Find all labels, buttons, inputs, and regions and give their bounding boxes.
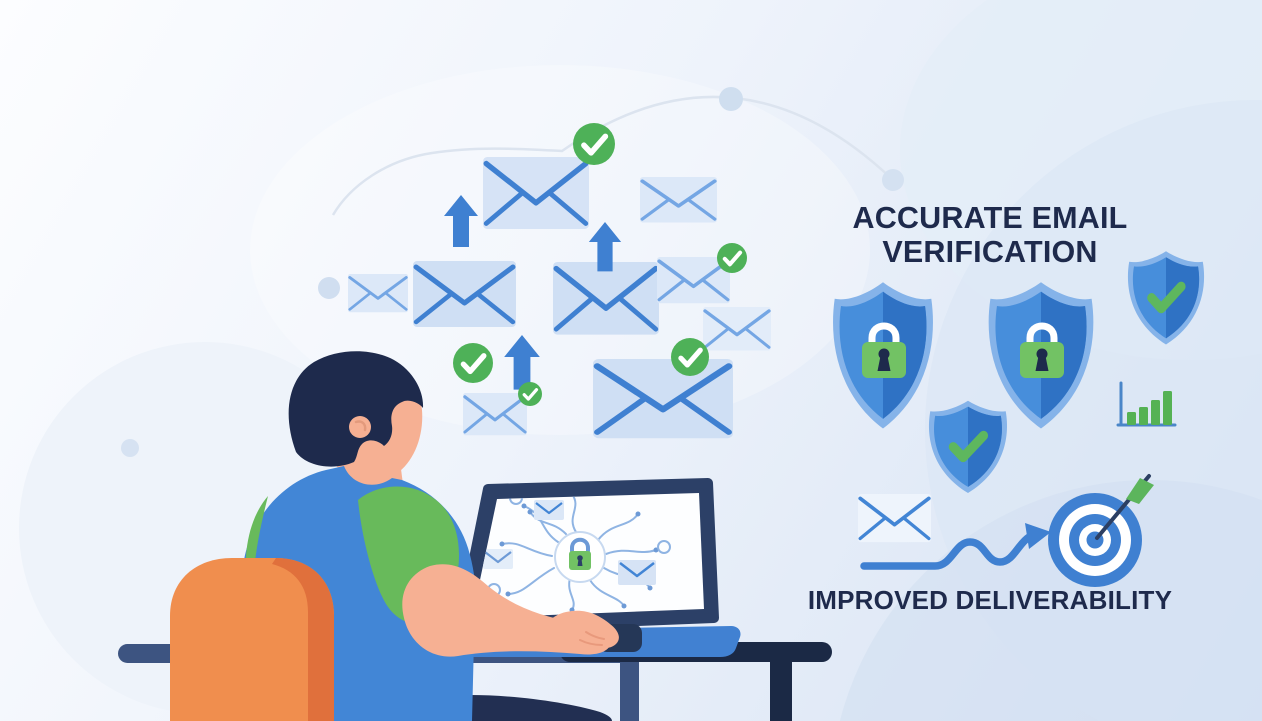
background-dot [318,277,340,299]
target-dart-icon [1048,474,1154,587]
check-badge-icon [453,343,493,383]
padlock-icon [569,537,591,570]
envelope-icon [461,391,529,437]
envelope-icon [553,262,659,335]
wavy-arrow-icon [860,533,1033,570]
envelope-icon [483,157,589,229]
check-badge-icon [717,243,747,273]
headline-accurate-email-verification: ACCURATE EMAIL VERIFICATION [852,201,1128,270]
person-finger-lines [579,631,605,646]
chair-back [170,558,334,721]
background-dot [121,439,139,457]
envelope-icon [483,549,513,569]
envelope-icon [618,560,656,585]
check-badge-icon [573,123,615,165]
headline-improved-deliverability: IMPROVED DELIVERABILITY [807,585,1173,615]
background-dot [882,169,904,191]
shield-check-icon [928,400,1008,493]
envelope-icon [413,261,516,327]
person-hair [288,351,424,467]
shield-check-icon [1127,251,1205,345]
background-arc [121,87,904,457]
arrowhead-icon [1025,523,1051,549]
person-ear [349,416,371,438]
person-ear-line [354,420,367,432]
envelope-icon [638,175,719,225]
envelope-icon [593,359,733,438]
envelope-icon [534,500,564,520]
verification-shields [833,251,1205,493]
chair-back-edge [272,558,334,721]
network-diagram-icon [483,493,671,613]
background-dot [719,87,743,111]
bar-chart-icon [1116,381,1177,427]
chair [170,558,334,721]
envelope-icon [856,492,933,545]
person-hand [542,610,619,652]
deliverability-row [856,474,1154,587]
check-badge-icon [671,338,709,376]
envelope-icon [346,272,410,314]
check-badge-icon [516,380,544,408]
envelope-icon [701,305,773,353]
